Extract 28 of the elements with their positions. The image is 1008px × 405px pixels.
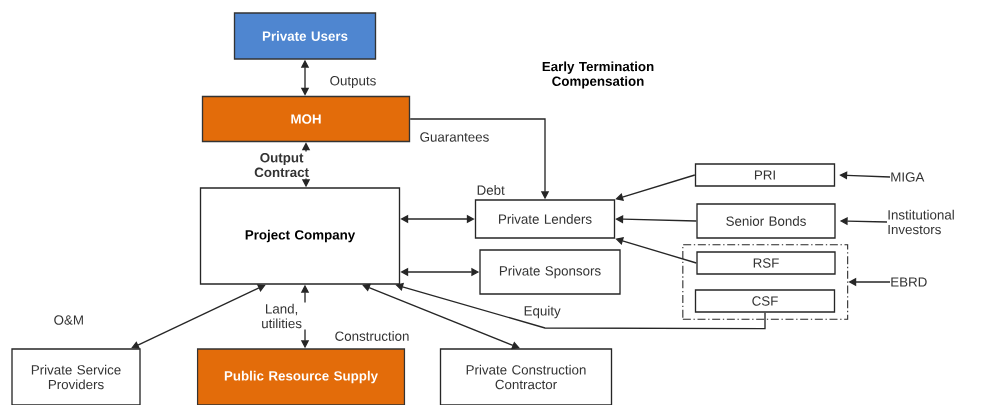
edge-label: Land, utilities bbox=[250, 302, 313, 330]
process-box: Private Sponsors bbox=[479, 249, 621, 295]
node-label: Institutional Investors bbox=[888, 209, 954, 235]
process-box: Public Resource Supply bbox=[196, 348, 406, 405]
process-box: Project Company bbox=[199, 187, 401, 285]
process-box: Private Construction Contractor bbox=[439, 348, 613, 405]
note-label: Early Termination Compensation bbox=[542, 61, 654, 89]
process-box: Private Lenders bbox=[474, 199, 616, 239]
process-box: Senior Bonds bbox=[696, 203, 836, 239]
arrow bbox=[131, 284, 266, 349]
edge-label: Outputs bbox=[328, 74, 378, 90]
arrow bbox=[615, 174, 696, 201]
edge-label: Output Contract bbox=[250, 151, 313, 179]
process-box: Private Users bbox=[233, 12, 377, 60]
arrow bbox=[362, 283, 520, 350]
process-box: CSF bbox=[694, 289, 836, 313]
edge-label: Guarantees bbox=[418, 130, 491, 144]
process-box: PRI bbox=[694, 163, 836, 187]
edge-label: Equity bbox=[522, 304, 562, 320]
process-box: MOH bbox=[201, 95, 411, 143]
process-box: RSF bbox=[696, 251, 836, 275]
group-frame bbox=[682, 244, 849, 320]
process-box: Private Service Providers bbox=[11, 348, 141, 405]
node-label: EBRD bbox=[891, 277, 927, 287]
edge-label: Debt bbox=[475, 183, 507, 197]
edge-label: Construction bbox=[333, 329, 411, 343]
edge-label: O&M bbox=[52, 313, 86, 327]
node-label: MIGA bbox=[891, 172, 925, 182]
